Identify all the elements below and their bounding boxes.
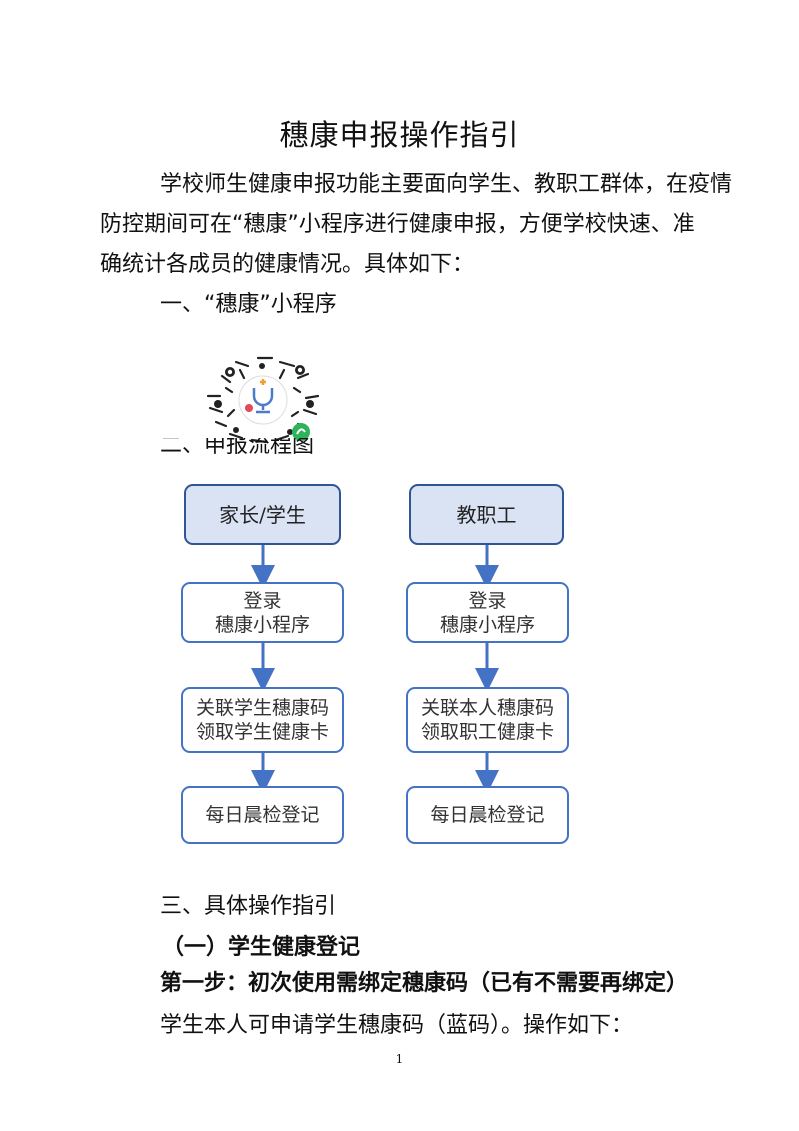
flow-right-step-2-line-1: 关联本人穗康码 [420, 697, 554, 719]
flow-arrow-group [251, 545, 499, 794]
section-heading-1: 一、“穗康”小程序 [160, 292, 337, 317]
flow-left-step-3-text: 每日晨检登记 [205, 804, 320, 826]
page-title: 穗康申报操作指引 [279, 118, 520, 152]
section-heading-3: 三、具体操作指引 [160, 894, 337, 919]
step-title: 第一步：初次使用需绑定穗康码（已有不需要再绑定） [160, 971, 689, 996]
intro-line-1: 学校师生健康申报功能主要面向学生、教职工群体，在疫情 [160, 172, 733, 197]
flow-left-step-1: 登录 穗康小程序 [181, 582, 344, 643]
flow-right-step-1: 登录 穗康小程序 [406, 582, 569, 643]
section-heading-2: 二、申报流程图 [160, 433, 315, 458]
flow-left-step-1-line-2: 穗康小程序 [214, 613, 310, 636]
flow-right-step-2-line-2: 领取职工健康卡 [420, 721, 554, 743]
flow-right-step-1-line-1: 登录 [468, 589, 507, 612]
flow-right-step-1-line-2: 穗康小程序 [439, 613, 535, 636]
flow-left-step-2-line-1: 关联学生穗康码 [195, 697, 329, 719]
flow-left-step-3: 每日晨检登记 [181, 786, 344, 844]
flow-left-head-text: 家长/学生 [219, 502, 306, 527]
flow-left-step-1-line-1: 登录 [243, 589, 282, 612]
mini-program-qr-code [203, 352, 323, 448]
flow-left-head: 家长/学生 [184, 484, 341, 545]
flow-right-head: 教职工 [409, 484, 564, 545]
intro-line-2: 防控期间可在“穗康”小程序进行健康申报，方便学校快速、准 [100, 212, 695, 237]
subsection-heading: （一）学生健康登记 [162, 935, 361, 960]
intro-line-3: 确统计各成员的健康情况。具体如下： [100, 252, 475, 277]
intro-paragraph: 学校师生健康申报功能主要面向学生、教职工群体，在疫情 防控期间可在“穗康”小程序… [100, 165, 733, 285]
flow-right-step-3-text: 每日晨检登记 [430, 804, 545, 826]
flow-right-step-2: 关联本人穗康码 领取职工健康卡 [406, 687, 569, 753]
flow-right-head-text: 教职工 [456, 502, 517, 527]
flow-right-step-3: 每日晨检登记 [406, 786, 569, 844]
flow-left-step-2-line-2: 领取学生健康卡 [195, 721, 329, 743]
step-description: 学生本人可申请学生穗康码（蓝码）。操作如下： [160, 1013, 634, 1038]
flow-left-step-2: 关联学生穗康码 领取学生健康卡 [181, 687, 344, 753]
page-number: 1 [395, 1052, 404, 1066]
